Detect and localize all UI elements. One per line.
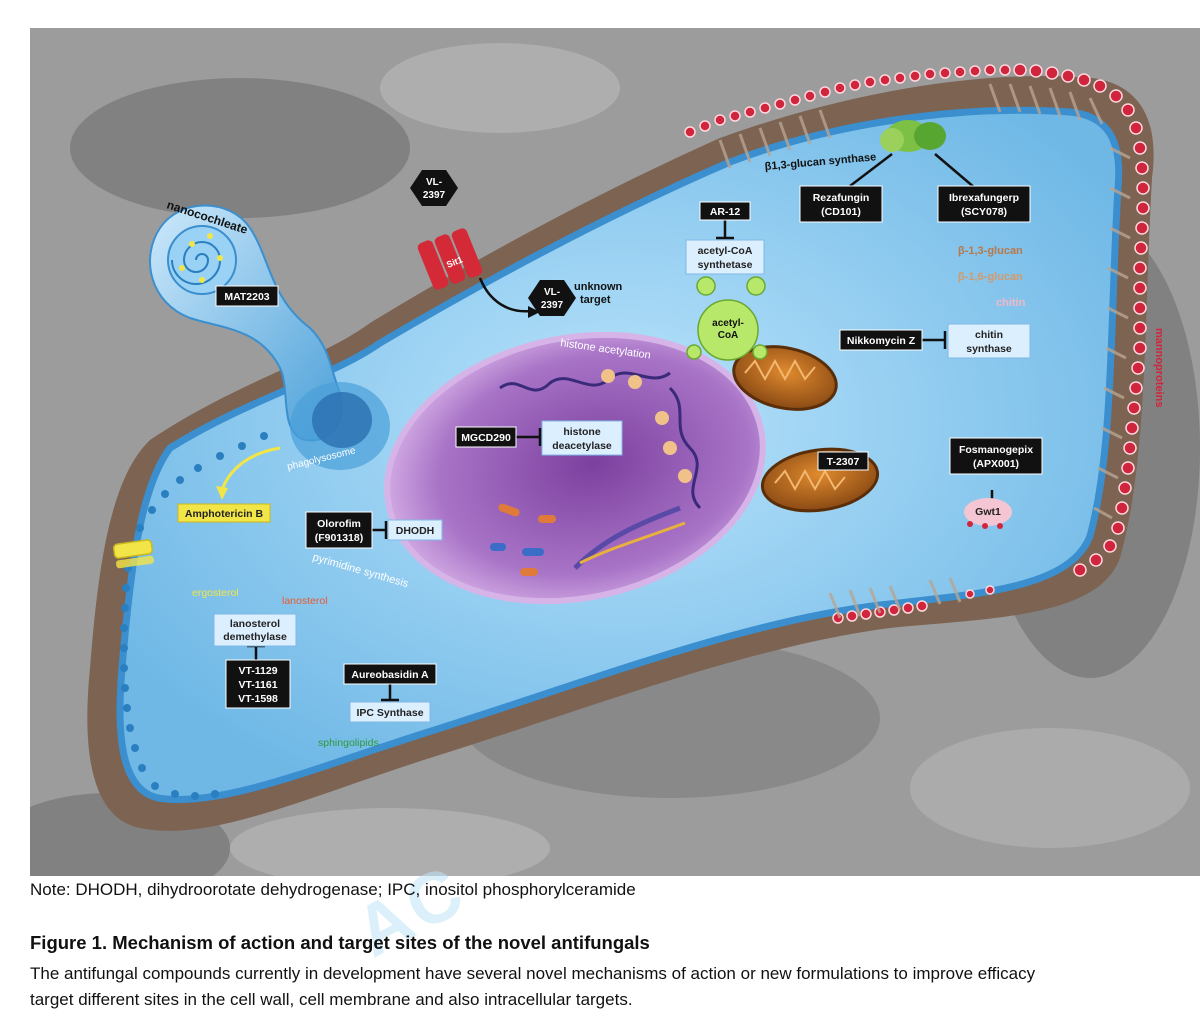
sphingolipids-label: sphingolipids (318, 737, 379, 749)
cell-wall-fibers (718, 83, 1131, 619)
vt-compounds-box: VT-1129 VT-1161 VT-1598 (225, 659, 291, 709)
svg-text:MGCD290: MGCD290 (461, 432, 511, 444)
svg-text:Aureobasidin A: Aureobasidin A (351, 669, 429, 681)
nucleosomes (601, 369, 692, 483)
unknown-target-label-2: target (580, 294, 611, 306)
svg-text:AR-12: AR-12 (710, 206, 741, 218)
svg-text:2397: 2397 (423, 190, 446, 201)
svg-text:Gwt1: Gwt1 (975, 506, 1001, 518)
svg-text:(SCY078): (SCY078) (961, 206, 1007, 218)
dhodh-box: DHODH (387, 519, 443, 541)
svg-text:Nikkomycin Z: Nikkomycin Z (847, 335, 916, 347)
svg-text:acetyl-CoA: acetyl-CoA (698, 245, 753, 257)
acetyl-coa-label-1: acetyl- (712, 318, 744, 329)
ar12-box: AR-12 (699, 201, 751, 221)
acetylcoa-synthetase-box: acetyl-CoA synthetase (685, 239, 765, 275)
svg-text:Rezafungin: Rezafungin (813, 192, 870, 204)
svg-text:IPC Synthase: IPC Synthase (356, 707, 423, 719)
svg-text:Amphotericin B: Amphotericin B (185, 508, 264, 520)
glucan-drug-arrows (849, 153, 976, 189)
fosmanogepix-box: Fosmanogepix (APX001) (949, 437, 1043, 475)
figure-illustration: nanocochleate phagolysosome histone acet… (30, 28, 1200, 876)
chitin-synthase-box: chitin synthase (947, 323, 1031, 359)
amphotericin-pore (112, 539, 154, 569)
nucleotides (490, 503, 556, 576)
svg-text:Olorofim: Olorofim (317, 518, 361, 530)
svg-text:(CD101): (CD101) (821, 206, 861, 218)
lanosterol-demethylase-box: lanosterol demethylase (213, 613, 297, 647)
svg-text:DHODH: DHODH (396, 525, 435, 537)
b16glucan-label: β-1,6-glucan (958, 271, 1023, 283)
sit1-transporter (417, 228, 483, 290)
svg-text:T-2307: T-2307 (827, 456, 860, 468)
figure-caption-line-1: The antifungal compounds currently in de… (30, 964, 1036, 983)
svg-text:2397: 2397 (541, 300, 564, 311)
lanosterol-label: lanosterol (282, 595, 328, 607)
svg-text:VL-: VL- (426, 177, 442, 188)
rezafungin-box: Rezafungin (CD101) (799, 185, 883, 223)
svg-text:(F901318): (F901318) (315, 532, 363, 544)
svg-text:Fosmanogepix: Fosmanogepix (959, 444, 1033, 456)
t2307-box: T-2307 (817, 451, 869, 471)
chromatin (499, 371, 702, 570)
gwt1-protein (964, 498, 1012, 529)
histone-deacetylase-box: histone deacetylase (541, 420, 623, 456)
acetyl-coa-label-2: CoA (718, 330, 739, 341)
svg-text:lanosterol: lanosterol (230, 618, 280, 630)
mat2203-box: MAT2203 (215, 285, 279, 307)
svg-text:VT-1598: VT-1598 (238, 693, 278, 705)
figure-caption: The antifungal compounds currently in de… (30, 961, 1200, 1013)
figure-caption-line-2: target different sites in the cell wall,… (30, 990, 633, 1009)
unknown-target-label-1: unknown (574, 281, 623, 293)
nanocochleate-spiral (149, 204, 343, 442)
amphotericin-box: Amphotericin B (177, 503, 271, 523)
vl2397-hexagon-top: VL- 2397 (410, 170, 458, 206)
b13glucan-label: β-1,3-glucan (958, 245, 1023, 257)
svg-text:chitin: chitin (975, 329, 1003, 341)
vl2397-hexagon-bottom: VL- 2397 (528, 280, 576, 316)
svg-text:demethylase: demethylase (223, 631, 287, 643)
olorofim-box: Olorofim (F901318) (305, 511, 373, 549)
svg-text:(APX001): (APX001) (973, 458, 1019, 470)
gwt1-label: Gwt1 (975, 506, 1001, 518)
mannoprotein-beads (684, 63, 1150, 624)
ergosterol-label: ergosterol (192, 587, 239, 599)
phagolysosome-arrow (220, 446, 281, 491)
mgcd290-box: MGCD290 (455, 426, 517, 448)
nucleus (384, 331, 766, 605)
ipc-synthase-box: IPC Synthase (349, 701, 431, 723)
ibrexafungerp-box: Ibrexafungerp (SCY078) (937, 185, 1031, 223)
figure-note: Note: DHODH, dihydroorotate dehydrogenas… (30, 880, 636, 899)
svg-text:VT-1161: VT-1161 (238, 679, 277, 691)
svg-text:VL-: VL- (544, 287, 560, 298)
svg-text:synthase: synthase (966, 343, 1012, 355)
svg-text:VT-1129: VT-1129 (238, 665, 277, 677)
glucan-synthase-complex (880, 120, 946, 152)
svg-text:MAT2203: MAT2203 (224, 291, 269, 303)
membrane-lipids (120, 432, 268, 800)
svg-text:synthetase: synthetase (698, 259, 753, 271)
figure-title: Figure 1. Mechanism of action and target… (30, 932, 650, 953)
svg-text:deacetylase: deacetylase (552, 440, 612, 452)
nikkomycin-box: Nikkomycin Z (839, 329, 923, 351)
mannoproteins-label: mannoproteins (1153, 328, 1165, 407)
svg-text:histone: histone (563, 426, 600, 438)
svg-text:Ibrexafungerp: Ibrexafungerp (949, 192, 1019, 204)
chitin-label: chitin (996, 297, 1026, 309)
acetyl-coa-molecules (686, 276, 768, 361)
aureobasidin-box: Aureobasidin A (343, 663, 437, 685)
